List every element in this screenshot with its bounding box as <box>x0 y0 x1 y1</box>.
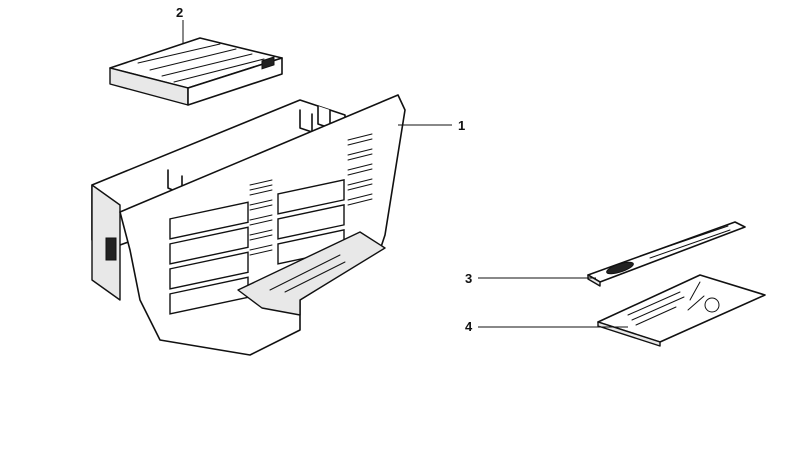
part-instruction-card <box>597 274 766 347</box>
callout-4: 4 <box>465 319 628 334</box>
callout-label-2: 2 <box>176 5 183 20</box>
callout-2: 2 <box>176 5 184 44</box>
part-glove-box <box>91 94 406 356</box>
callout-1: 1 <box>398 118 465 133</box>
callout-3: 3 <box>465 271 596 286</box>
part-pen-holder <box>587 221 746 287</box>
callout-label-3: 3 <box>465 271 472 286</box>
callout-label-1: 1 <box>458 118 465 133</box>
glove-box-grille <box>169 133 373 315</box>
callout-label-4: 4 <box>465 319 473 334</box>
part-cassette-box <box>109 37 283 106</box>
